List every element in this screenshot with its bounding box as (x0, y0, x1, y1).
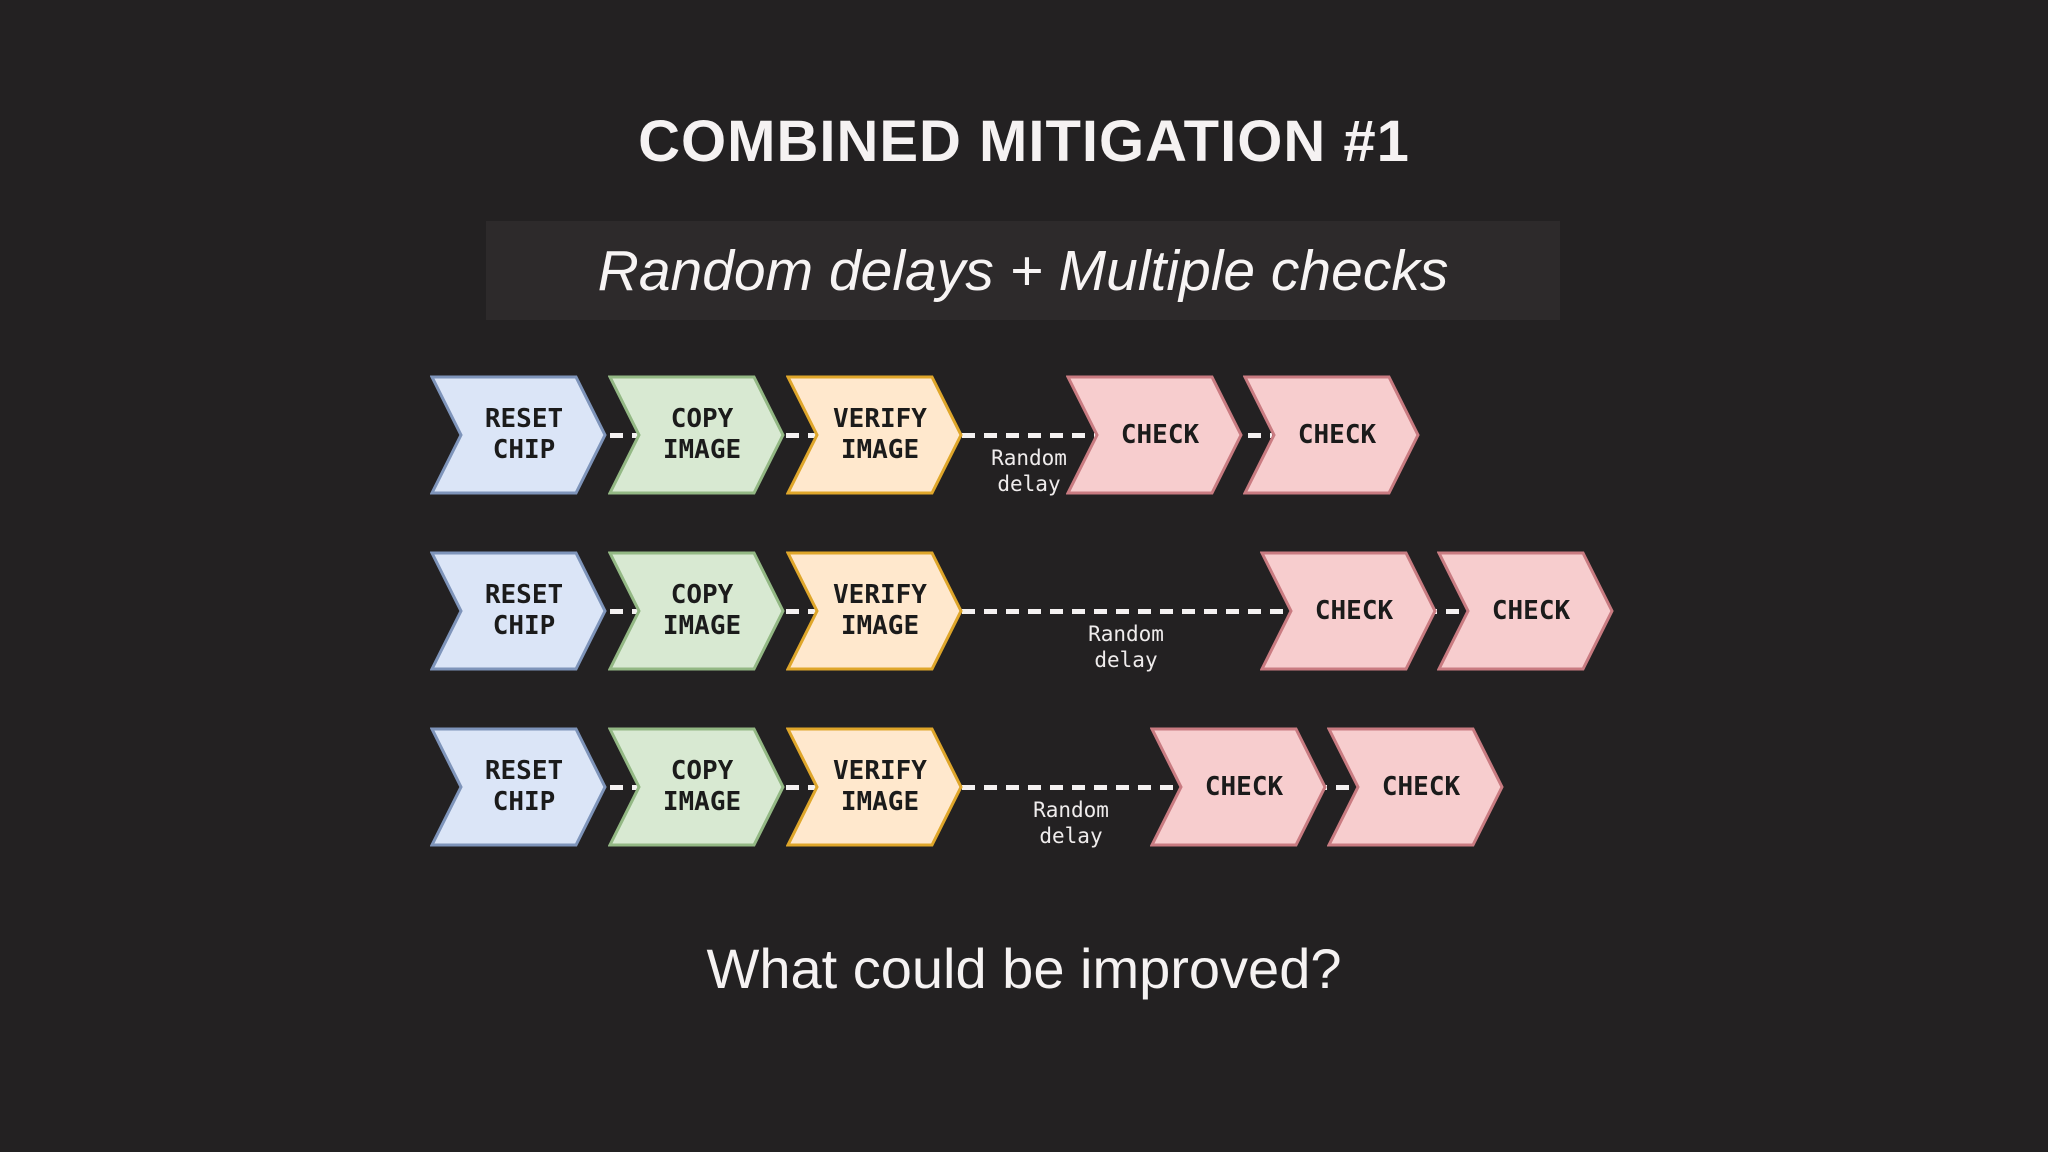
chevron-shape (1243, 375, 1420, 495)
step-chevron-check: CHECK (1243, 375, 1420, 495)
subtitle-text: Random delays + Multiple checks (597, 238, 1449, 303)
chevron-shape (430, 727, 607, 847)
step-chevron-copy-image: COPY IMAGE (608, 727, 785, 847)
chevron-shape (1150, 727, 1327, 847)
chevron-label: CHECK (1314, 595, 1394, 626)
chevron-label: RESET CHIP (484, 404, 564, 465)
chevron-shape (608, 375, 785, 495)
chevron-shape (786, 727, 963, 847)
chevron-label: RESET CHIP (484, 756, 564, 817)
chevron-shape (430, 375, 607, 495)
chevron-label: COPY IMAGE (662, 404, 742, 465)
chevron-label: CHECK (1297, 419, 1377, 450)
chevron-label: VERIFY IMAGE (833, 580, 927, 641)
chevron-shape (1066, 375, 1243, 495)
footer-question: What could be improved? (706, 937, 1342, 1000)
step-chevron-copy-image: COPY IMAGE (608, 551, 785, 671)
random-delay-label: Random delay (1088, 622, 1164, 673)
chevron-shape (786, 375, 963, 495)
chevron-shape (1437, 551, 1614, 671)
chevron-label: COPY IMAGE (662, 756, 742, 817)
flow-row-2: RESET CHIP COPY IMAGE VERIFY IMAGE CHECK… (0, 551, 2048, 673)
step-chevron-reset-chip: RESET CHIP (430, 551, 607, 671)
step-chevron-check: CHECK (1260, 551, 1437, 671)
random-delay-label: Random delay (1033, 798, 1109, 849)
chevron-shape (430, 551, 607, 671)
chevron-shape (786, 551, 963, 671)
step-chevron-check: CHECK (1150, 727, 1327, 847)
flow-row-3: RESET CHIP COPY IMAGE VERIFY IMAGE CHECK… (0, 727, 2048, 849)
step-chevron-verify-image: VERIFY IMAGE (786, 375, 963, 495)
subtitle-box: Random delays + Multiple checks (486, 221, 1560, 320)
chevron-label: CHECK (1491, 595, 1571, 626)
step-chevron-verify-image: VERIFY IMAGE (786, 727, 963, 847)
step-chevron-verify-image: VERIFY IMAGE (786, 551, 963, 671)
step-chevron-check: CHECK (1327, 727, 1504, 847)
chevron-shape (608, 551, 785, 671)
dashed-connector (500, 609, 1466, 614)
flow-row-1: RESET CHIP COPY IMAGE VERIFY IMAGE CHECK… (0, 375, 2048, 497)
step-chevron-reset-chip: RESET CHIP (430, 375, 607, 495)
chevron-label: COPY IMAGE (662, 580, 742, 641)
chevron-shape (1260, 551, 1437, 671)
step-chevron-copy-image: COPY IMAGE (608, 375, 785, 495)
chevron-label: CHECK (1204, 771, 1284, 802)
random-delay-label: Random delay (991, 446, 1067, 497)
chevron-shape (1327, 727, 1504, 847)
step-chevron-reset-chip: RESET CHIP (430, 727, 607, 847)
chevron-label: CHECK (1381, 771, 1461, 802)
chevron-label: CHECK (1120, 419, 1200, 450)
chevron-shape (608, 727, 785, 847)
chevron-label: VERIFY IMAGE (833, 756, 927, 817)
slide-title: COMBINED MITIGATION #1 (638, 109, 1410, 174)
chevron-label: RESET CHIP (484, 580, 564, 641)
chevron-label: VERIFY IMAGE (833, 404, 927, 465)
step-chevron-check: CHECK (1066, 375, 1243, 495)
step-chevron-check: CHECK (1437, 551, 1614, 671)
